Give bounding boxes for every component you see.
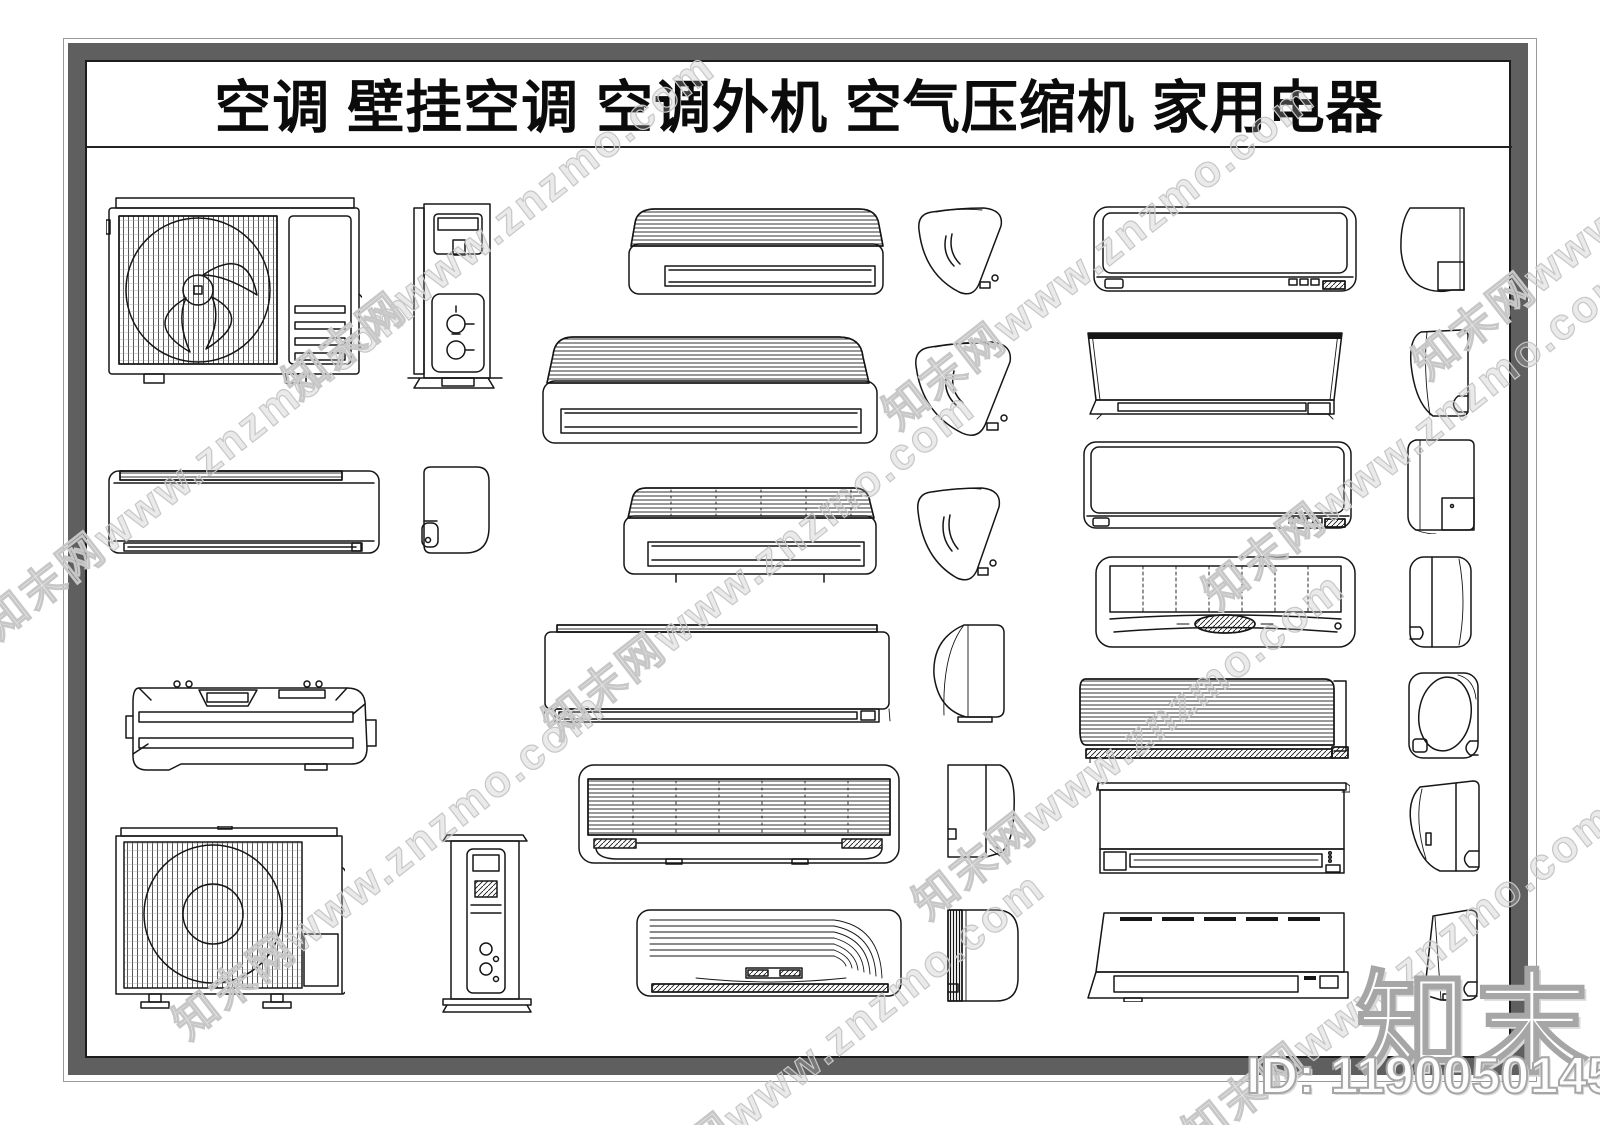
wall-ac-i-front-view [1083, 440, 1354, 534]
wall-ac-j-front-view [1095, 555, 1357, 652]
wall-ac-f-side-view [421, 465, 492, 559]
wall-ac-m-side-view [1411, 908, 1484, 1002]
wall-ac-e-front-view [578, 763, 902, 871]
wall-ac-d-front-view [543, 623, 891, 726]
wall-ac-a-front-view [621, 206, 891, 297]
wall-ac-j-side-view [1408, 555, 1475, 652]
wall-ac-h-front-view [1078, 328, 1352, 420]
outdoor-unit-a-side-view [400, 198, 508, 392]
wall-ac-swoosh-front-view [636, 908, 904, 1004]
wall-ac-h-side-view [1403, 328, 1474, 420]
wall-ac-g-front-view [1093, 205, 1359, 295]
outdoor-unit-b-front-view [115, 826, 345, 1012]
wall-ac-i-side-view [1400, 438, 1478, 534]
window-unit-top-view [121, 680, 377, 774]
sheet-id-label: ID: 1190050145 [1245, 1046, 1600, 1106]
wall-ac-k-side-view [1408, 671, 1480, 761]
wall-ac-m-front-view [1086, 910, 1352, 1002]
site-logo-watermark: 知末 [1355, 961, 1596, 1089]
wall-ac-c-side-view [915, 485, 1008, 586]
wall-ac-k-front-view [1076, 671, 1350, 763]
page-title: 空调 壁挂空调 空调外机 空气压缩机 家用电器 [214, 76, 1384, 140]
wall-ac-a-side-view [916, 206, 1010, 298]
wall-ac-b-front-view [533, 333, 885, 447]
wall-ac-l-side-view [1400, 779, 1483, 875]
wall-ac-d-side-view [928, 623, 1010, 724]
wall-ac-b-side-view [913, 340, 1021, 440]
wall-ac-l-front-view [1096, 781, 1350, 879]
wall-ac-e-side-view [946, 763, 1019, 864]
wall-ac-g-side-view [1398, 206, 1472, 297]
wall-ac-swoosh-side-view [946, 908, 1022, 1005]
outdoor-unit-b-side-view [438, 831, 535, 1014]
outdoor-unit-a-front-view [106, 196, 362, 388]
title-separator [86, 146, 1512, 148]
wall-ac-c-front-view [616, 486, 886, 586]
sheet-frame [68, 43, 1528, 1075]
wall-ac-f-front-view [108, 463, 382, 559]
sheet-outer-border [63, 38, 1537, 1082]
